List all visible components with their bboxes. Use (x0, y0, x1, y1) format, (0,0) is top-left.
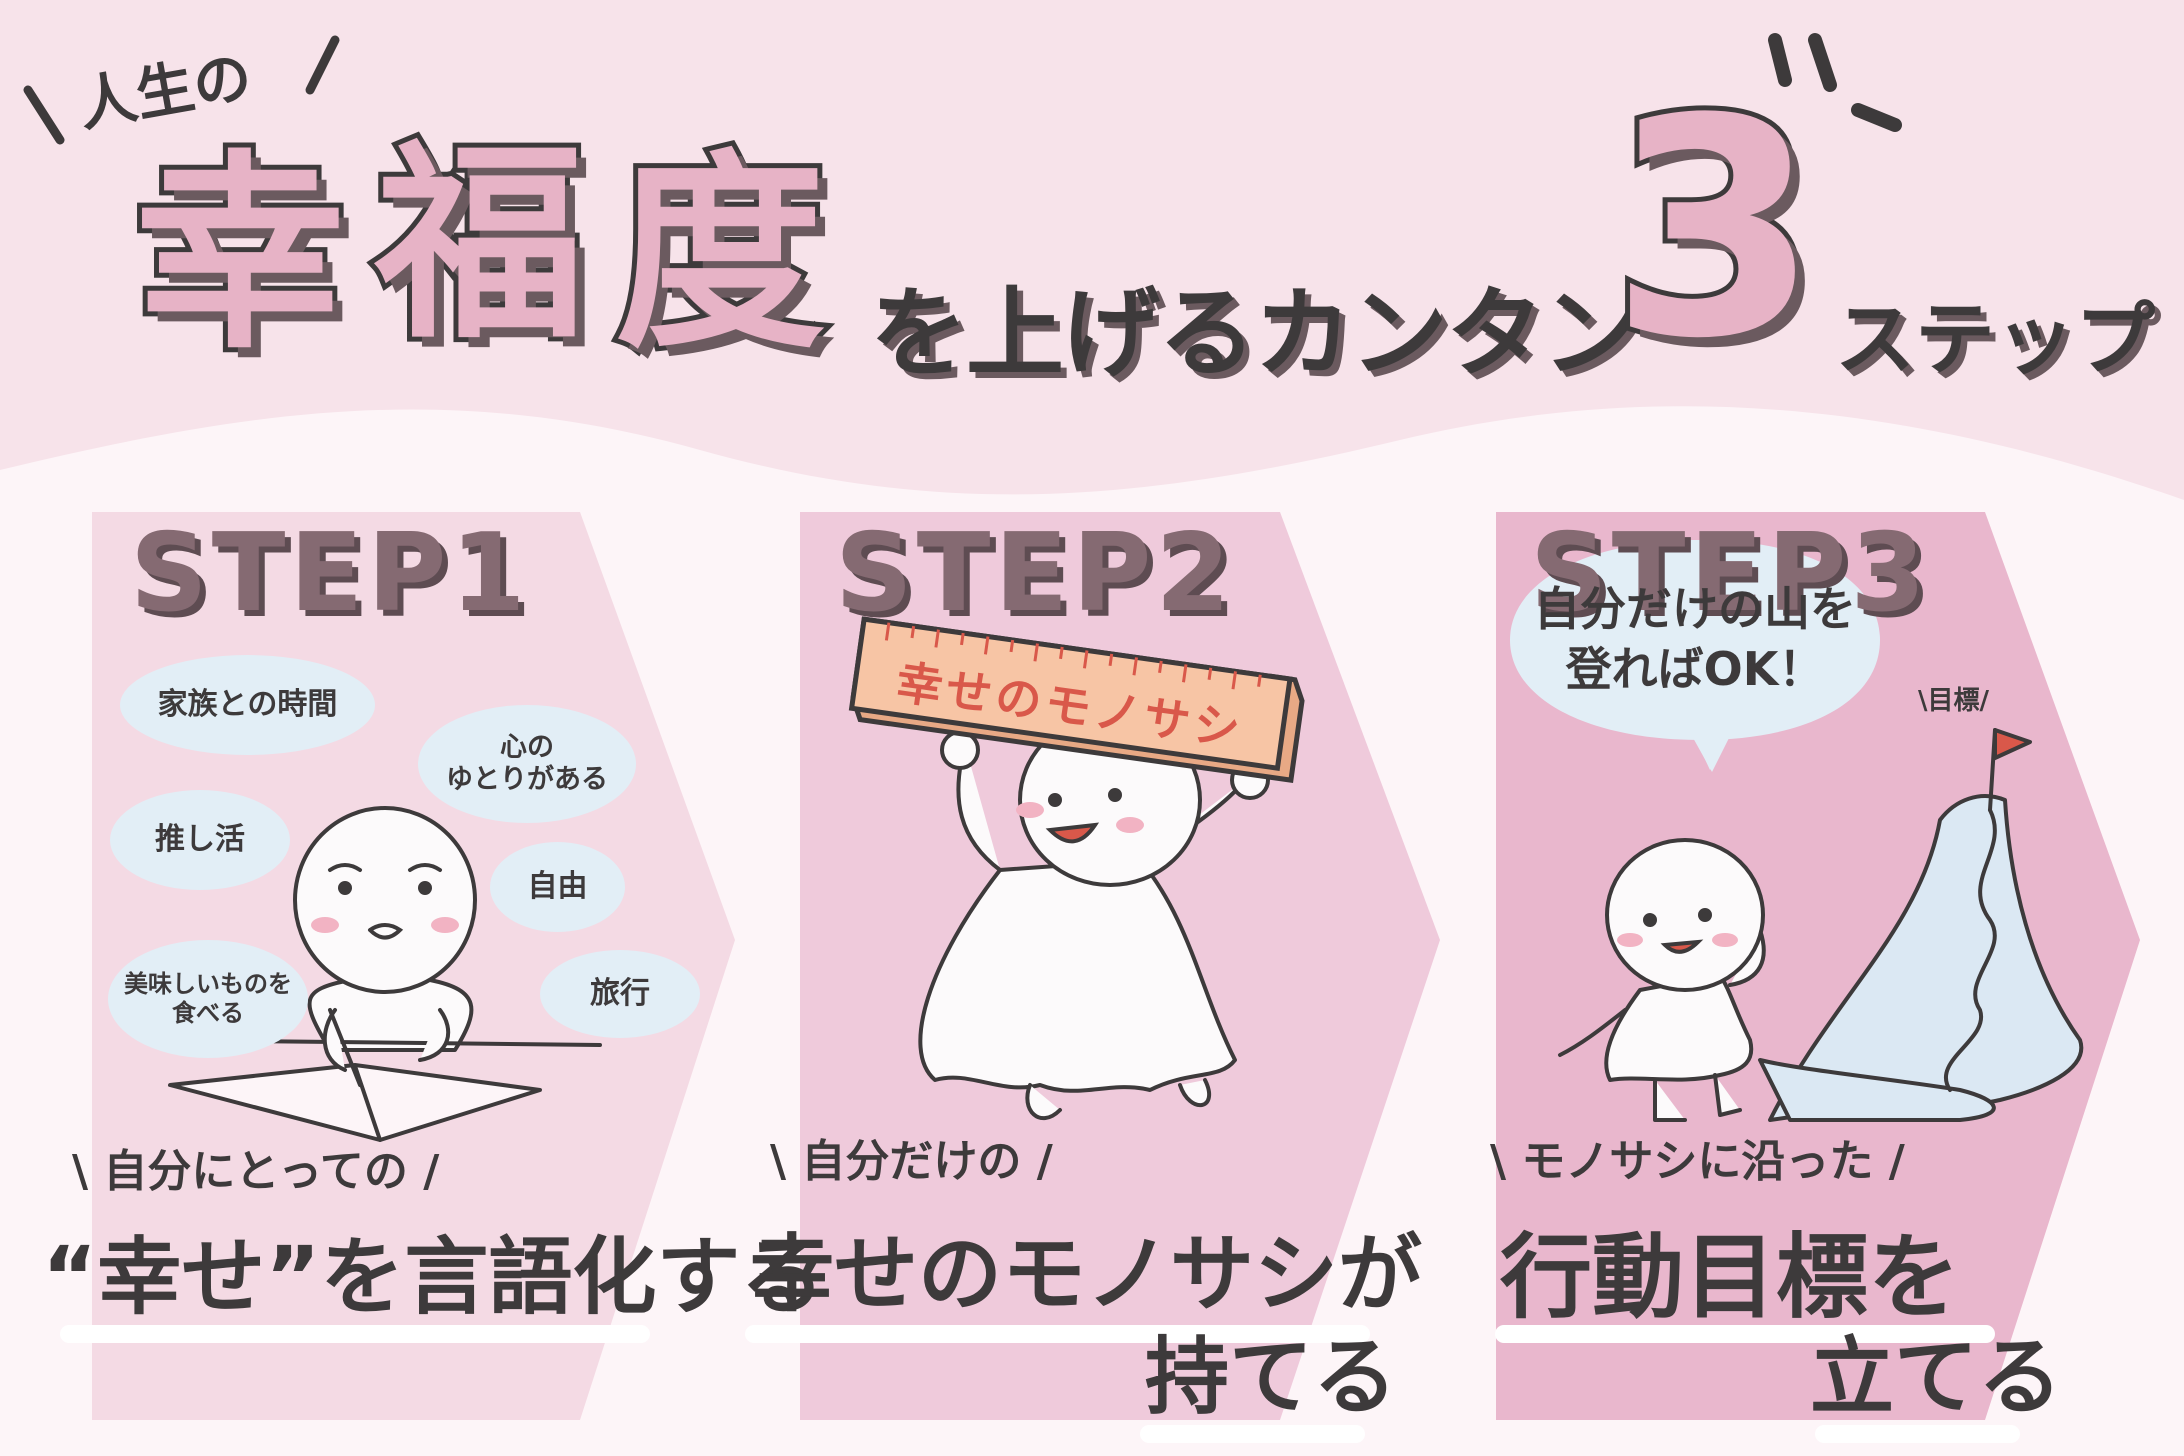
step2-label: STEP2 (835, 511, 1235, 636)
step2-caption-small: \ 自分だけの / (770, 1136, 1053, 1187)
step3-caption-small: \ モノサシに沿った / (1490, 1136, 1905, 1187)
step3-underline-1 (1495, 1325, 1995, 1343)
person-face-step2 (1016, 788, 1144, 844)
title-kanji-2: 福 (370, 122, 590, 367)
slash-right-icon (305, 35, 340, 95)
step1-caption-main: “幸せ”を言語化する (42, 1228, 825, 1326)
title-kanji-1: 幸 (130, 132, 350, 377)
bubble-travel: 旅行 (540, 950, 700, 1038)
title-middle: を上げるカンタン (870, 277, 1640, 391)
bubble-family-time: 家族との時間 (120, 655, 375, 755)
title-kanji-3: 度 (610, 132, 830, 377)
speech-bubble-shape (1510, 540, 1880, 770)
step3-caption-main-2: 立てる (1810, 1328, 2063, 1426)
flag-label: \目標/ (1918, 686, 1990, 716)
bubble-freedom: 自由 (490, 842, 625, 932)
step1-underline (60, 1325, 650, 1343)
sparkle-icon (1768, 33, 1902, 132)
step1-label: STEP1 (130, 511, 530, 636)
panel-step3 (1496, 512, 2140, 1420)
slash-left-icon (23, 85, 65, 145)
step3-underline-2 (1815, 1425, 2020, 1443)
bubble-oshikatsu: 推し活 (110, 790, 290, 890)
step2-caption-main-1: 幸せのモノサシが (750, 1225, 1423, 1323)
person-pointing-illustration (1558, 838, 1766, 1122)
person-writing-illustration (158, 806, 602, 1142)
step2-underline-1 (745, 1325, 1370, 1343)
step3-label: STEP3 (1530, 511, 1930, 636)
person-face-step3 (1617, 908, 1738, 954)
step3-caption-main-1: 行動目標を (1500, 1224, 1961, 1331)
title-suffix: ステップ (1835, 293, 2155, 386)
speech-text: 自分だけの山を 登ればOK！ (1534, 582, 1856, 696)
bubble-mental-space: 心の ゆとりがある (418, 705, 636, 823)
bubble-good-food: 美味しいものを 食べる (108, 940, 308, 1058)
mountain-icon (1758, 728, 2084, 1122)
step2-caption-main-2: 持てる (1145, 1328, 1398, 1426)
step1-caption-small: \ 自分にとっての / (72, 1146, 440, 1197)
step2-underline-2 (1140, 1425, 1365, 1443)
title-number: 3 (1605, 55, 1824, 404)
ruler-icon (848, 616, 1305, 783)
person-face-step1 (311, 863, 459, 940)
